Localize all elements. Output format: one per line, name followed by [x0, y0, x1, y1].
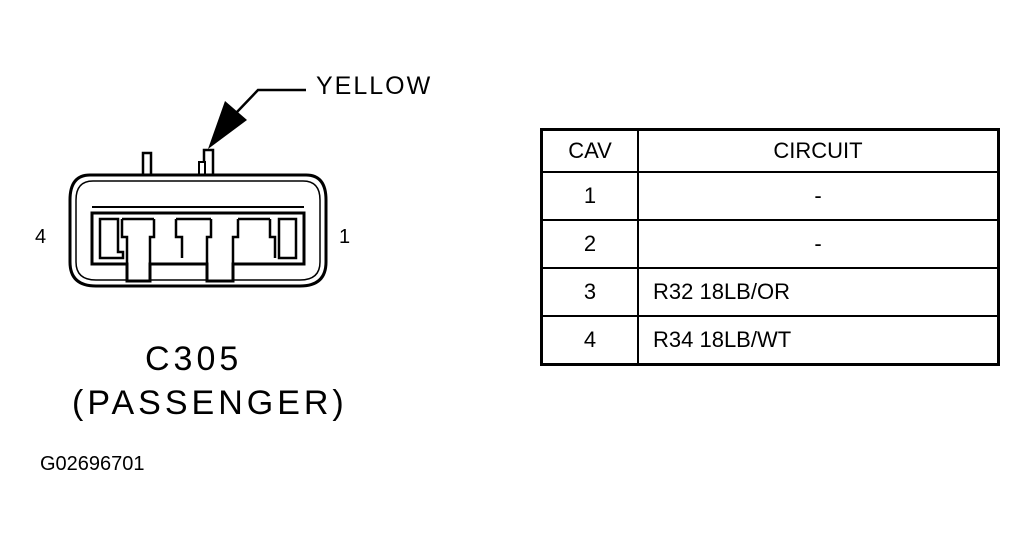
- table-row: 2 -: [540, 219, 1000, 269]
- connector-subtitle: (PASSENGER): [72, 384, 348, 422]
- cell-cav: 1: [540, 171, 639, 221]
- pin-number-right: 1: [339, 226, 351, 248]
- terminal-pocket-2: [120, 217, 156, 264]
- callout-label: YELLOW: [316, 72, 433, 100]
- table-header-row: CAV CIRCUIT: [540, 128, 1000, 173]
- header-circuit: CIRCUIT: [637, 128, 1000, 173]
- terminal-pocket-3: [174, 217, 213, 264]
- cavity-circuit-table: CAV CIRCUIT 1 - 2 - 3 R32 18LB/OR 4 R34 …: [540, 128, 1000, 366]
- cell-circuit: -: [637, 219, 1000, 269]
- table-row: 4 R34 18LB/WT: [540, 315, 1000, 366]
- connector-tab-left: [141, 151, 153, 177]
- terminal-pocket-4: [231, 217, 277, 264]
- figure-id: G02696701: [40, 453, 145, 475]
- terminal-pocket-5: [277, 217, 298, 260]
- cell-cav: 3: [540, 267, 639, 317]
- terminal-pocket-1: [98, 217, 125, 260]
- callout-leader: [236, 88, 306, 113]
- connector-tab-notch: [198, 161, 206, 176]
- pin-number-left: 4: [35, 226, 47, 248]
- cell-circuit: -: [637, 171, 1000, 221]
- cell-cav: 2: [540, 219, 639, 269]
- callout-arrowhead: [208, 101, 247, 149]
- table-row: 1 -: [540, 171, 1000, 221]
- header-cav: CAV: [540, 128, 639, 173]
- cell-circuit: R34 18LB/WT: [637, 315, 1000, 366]
- cell-cav: 4: [540, 315, 639, 366]
- cell-circuit: R32 18LB/OR: [637, 267, 1000, 317]
- connector-name: C305: [145, 340, 243, 378]
- table-row: 3 R32 18LB/OR: [540, 267, 1000, 317]
